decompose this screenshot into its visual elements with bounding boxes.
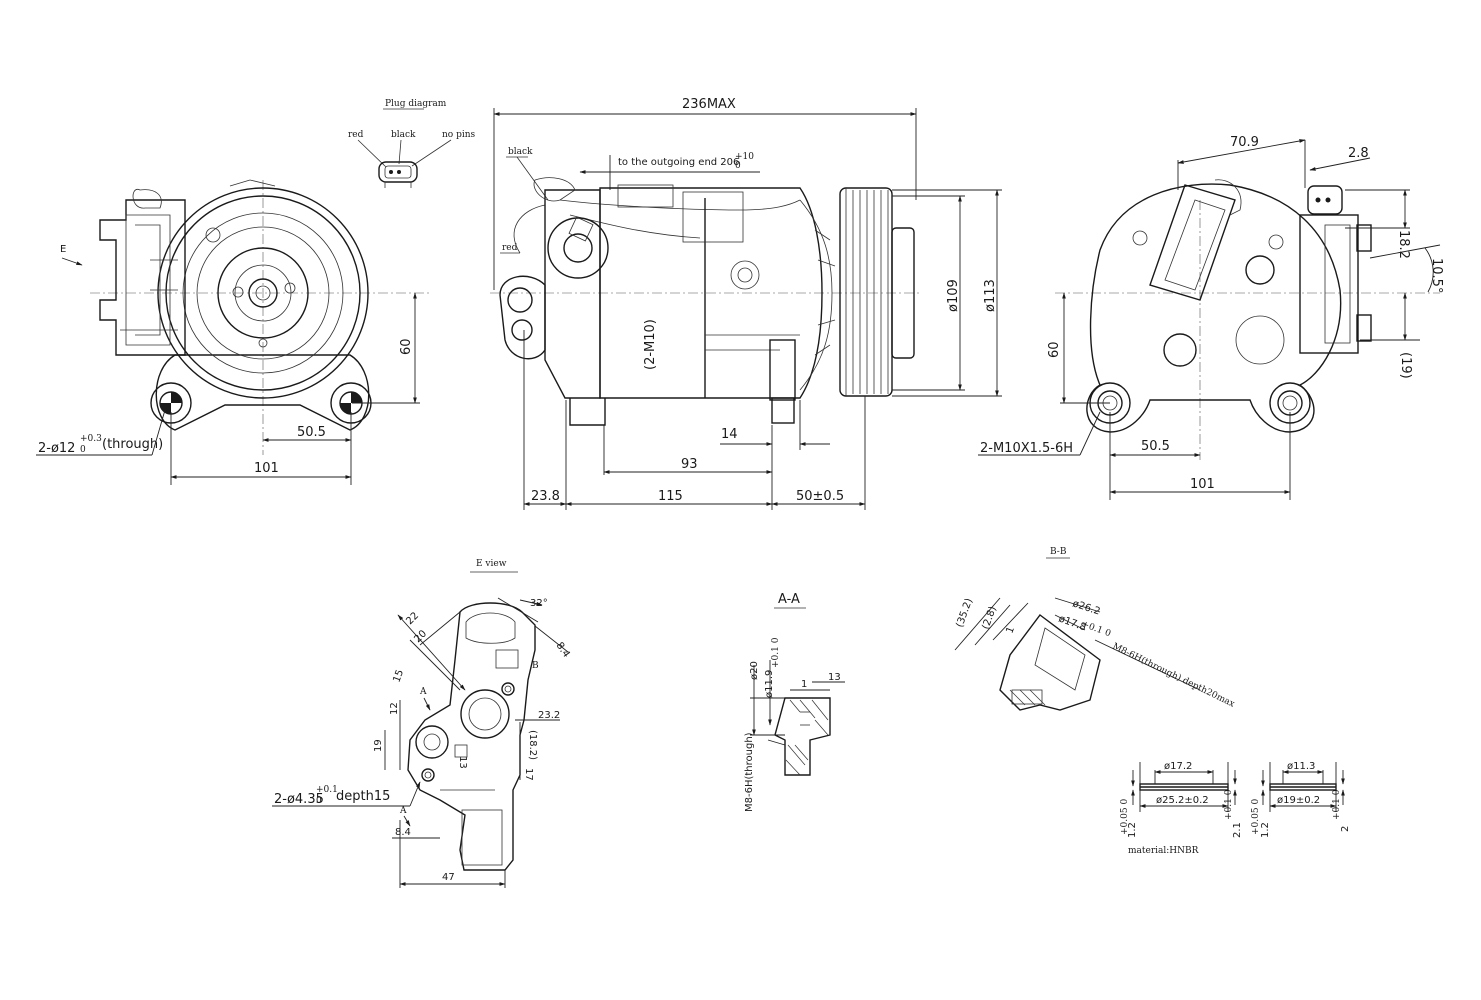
section-bb: B-B (35.2) (2.8) 1 ø26.2 ø17.8 +0.1 0 M8… <box>954 547 1237 711</box>
front-dim-60: 60 <box>399 338 414 355</box>
e-view-hole-note: 2-ø4.35 <box>274 792 324 807</box>
rear-dim-101: 101 <box>1190 477 1215 492</box>
section-bb-dia-17-8-tol: +0.1 0 <box>1080 619 1112 639</box>
rear-thread-note: 2-M10X1.5-6H <box>980 441 1073 456</box>
section-bb-dia-26-2: ø26.2 <box>1071 598 1101 617</box>
side-outgoing-end: to the outgoing end 206 <box>618 157 739 168</box>
rear-dim-60: 60 <box>1047 341 1062 358</box>
front-hole-note-suffix: (through) <box>102 437 163 452</box>
front-dim-50-5: 50.5 <box>297 425 326 440</box>
section-bb-title: B-B <box>1050 547 1067 557</box>
section-aa-dim-13: 13 <box>828 672 841 683</box>
side-wire-black: black <box>508 147 533 157</box>
plug-connector-icon <box>378 161 418 183</box>
e-view-dim-15: 15 <box>391 668 406 684</box>
rear-dim-18-2: 18.2 <box>1396 230 1411 259</box>
seal-details: ø17.2 ø25.2±0.2 1.2 +0.05 0 2.1 +0.1 0 ø… <box>1120 761 1351 856</box>
seal-right-h2-tol: +0.1 0 <box>1332 789 1342 820</box>
e-view-label-a-bottom: A <box>399 806 407 816</box>
seal-left-h1-tol: +0.05 0 <box>1120 799 1130 835</box>
rear-dim-70-9: 70.9 <box>1230 135 1259 150</box>
section-aa-dia-11-9-tol: +0.1 0 <box>771 637 781 668</box>
side-outgoing-tol-lower: 0 <box>735 161 741 171</box>
e-view-dim-17: 17 <box>523 768 534 781</box>
e-view-dim-8-4-bottom: 8.4 <box>395 827 411 838</box>
side-dim-236max: 236MAX <box>682 97 736 112</box>
e-view-dim-23-2: 23.2 <box>538 710 560 721</box>
e-view-dim-47: 47 <box>442 872 455 883</box>
rear-view: 70.9 2.8 18.2 10.5° (19) 60 2-M10X1.5-6H… <box>978 135 1444 500</box>
plug-no-pins-label: no pins <box>442 130 476 140</box>
seal-left-h2-tol: +0.1 0 <box>1224 789 1234 820</box>
section-aa: A-A ø20 ø11.9 +0.1 0 1 13 M8-6H(through) <box>744 592 845 812</box>
side-outgoing-tol-upper: +10 <box>735 152 754 162</box>
section-bb-dim-35-2: (35.2) <box>954 597 975 629</box>
section-bb-thread: M8-6H(through) depth20max <box>1111 641 1237 710</box>
section-aa-title: A-A <box>778 592 800 607</box>
side-view: 236MAX to the outgoing end 206 +10 0 bla… <box>490 97 1002 510</box>
seal-right-outer: ø19±0.2 <box>1277 795 1320 806</box>
e-view-title: E view <box>476 559 507 569</box>
seal-left-inner: ø17.2 <box>1164 761 1192 772</box>
side-thread-2m10: (2-M10) <box>643 319 658 370</box>
e-view-hole-depth: depth15 <box>336 789 390 804</box>
e-view-dim-19: 19 <box>373 739 384 752</box>
e-view-hole-tol-upper: +0.1 <box>316 785 338 795</box>
seal-right-inner: ø11.3 <box>1287 761 1315 772</box>
side-dim-14: 14 <box>721 427 738 442</box>
front-hole-note: 2-ø12 <box>38 441 75 456</box>
e-view-dim-13: 13 <box>457 756 468 769</box>
section-aa-thread: M8-6H(through) <box>744 732 755 812</box>
side-dia-109: ø109 <box>946 279 961 312</box>
front-hole-tol-upper: +0.3 <box>80 434 102 444</box>
front-e-label: E <box>60 244 66 255</box>
section-aa-dia-20: ø20 <box>749 661 760 680</box>
front-view: E 60 50.5 101 2-ø12 +0.3 0 (through) <box>36 179 430 485</box>
side-dim-93: 93 <box>681 457 698 472</box>
section-aa-dia-11-9: ø11.9 <box>764 670 775 698</box>
seal-left-h2: 2.1 <box>1232 822 1243 838</box>
e-view-dim-12: 12 <box>389 702 400 715</box>
section-aa-dim-1: 1 <box>801 679 807 690</box>
seal-right-h2: 2 <box>1340 826 1351 832</box>
side-dim-23-8: 23.8 <box>531 489 560 504</box>
e-view-dim-20: 20 <box>412 628 429 645</box>
plug-black-label: black <box>391 130 416 140</box>
seal-right-h1: 1.2 <box>1260 822 1271 838</box>
section-bb-dim-2-8: (2.8) <box>980 605 998 631</box>
plug-diagram: Plug diagram red black no pins <box>348 99 476 188</box>
seal-right-h1-tol: +0.05 0 <box>1251 799 1261 835</box>
seal-material: material:HNBR <box>1128 846 1199 856</box>
side-dia-113: ø113 <box>983 279 998 312</box>
side-wire-red: red <box>502 243 518 253</box>
rear-dim-50-5: 50.5 <box>1141 439 1170 454</box>
section-bb-dim-1: 1 <box>1004 625 1017 635</box>
e-view: E view 32° 8.4 B 22 20 15 A 12 23. <box>272 559 572 888</box>
seal-left-outer: ø25.2±0.2 <box>1156 795 1209 806</box>
rear-dim-19: (19) <box>1398 352 1413 379</box>
e-view-label-b: B <box>532 661 539 671</box>
front-dim-101: 101 <box>254 461 279 476</box>
front-hole-tol-lower: 0 <box>80 445 86 455</box>
plug-diagram-title: Plug diagram <box>385 99 447 109</box>
e-view-label-a-top: A <box>419 687 427 697</box>
rear-dim-2-8: 2.8 <box>1348 146 1369 161</box>
side-dim-115: 115 <box>658 489 683 504</box>
side-dim-50-05: 50±0.5 <box>796 489 844 504</box>
e-view-dim-32: 32° <box>530 598 548 609</box>
rear-dim-10-5: 10.5° <box>1429 258 1444 293</box>
plug-red-label: red <box>348 130 364 140</box>
e-view-dim-18-2: (18.2) <box>527 730 538 760</box>
seal-left-h1: 1.2 <box>1127 822 1138 838</box>
e-view-hole-tol-lower: 0 <box>316 796 322 806</box>
